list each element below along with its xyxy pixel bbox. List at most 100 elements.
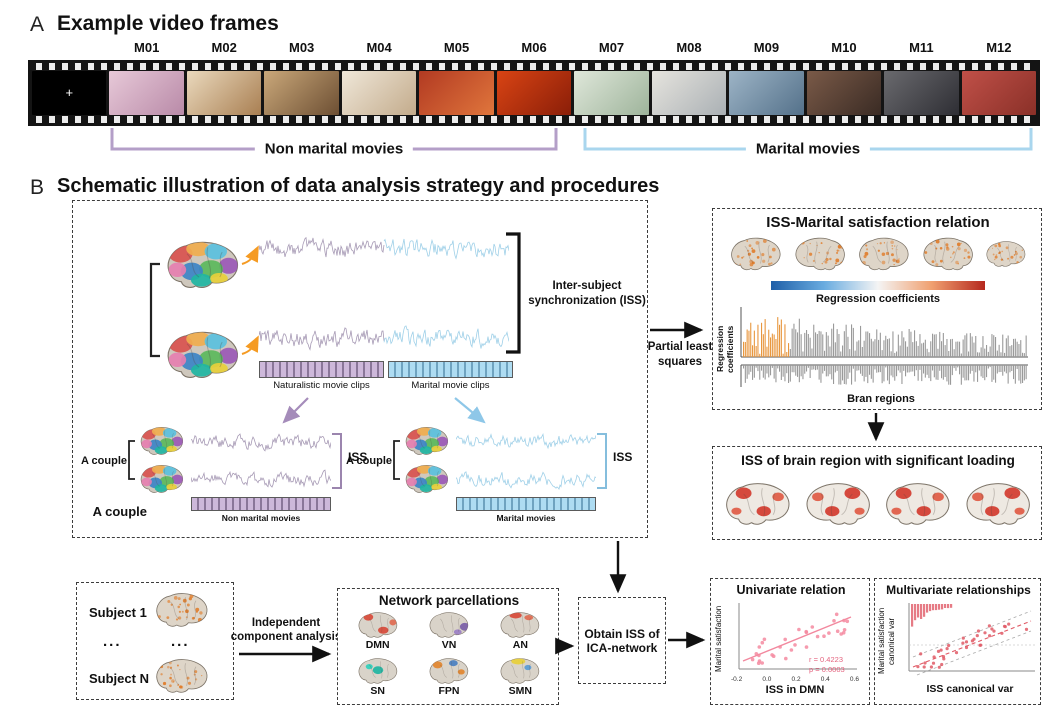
subjects-box: Subject 1 ... ... Subject N xyxy=(76,582,234,700)
univariate-stats: r = 0.4223 p = 0.0003 xyxy=(809,655,845,675)
obtain-line2: ICA-network xyxy=(586,640,658,655)
subjects-ellipsis-1: ... xyxy=(103,633,122,650)
network-box-title: Network parcellations xyxy=(378,593,520,608)
univariate-r-value: r = 0.4223 xyxy=(809,655,843,664)
film-frame-M03 xyxy=(264,71,339,115)
ica-arrow-label: Independent component analysis xyxy=(230,616,342,645)
brain-icon xyxy=(405,427,448,455)
network-parcellations-box: Network parcellations DMN VN AN SN FPN SMN xyxy=(337,588,559,705)
regression-brain-row xyxy=(721,235,1035,275)
film-frame-M11 xyxy=(884,71,959,115)
non-marital-movies-label: Non marital movies xyxy=(254,140,414,158)
brain-icon xyxy=(923,237,973,271)
multivariate-title: Multivariate relationships xyxy=(886,583,1031,597)
significant-loading-box: ISS of brain region with significant loa… xyxy=(712,446,1042,540)
brain-icon xyxy=(429,612,469,638)
brain-sn-icon xyxy=(355,657,401,685)
fixation-cross: + xyxy=(65,84,74,100)
loading-brain-2 xyxy=(801,481,875,527)
signal-waveform xyxy=(258,236,510,260)
brain-left-a xyxy=(138,424,186,458)
network-label: AN xyxy=(512,639,528,651)
subject-n-label: Subject N xyxy=(89,671,149,686)
obtain-line1: Obtain ISS of xyxy=(584,626,660,641)
film-frame-label: M09 xyxy=(753,40,780,55)
brain-icon xyxy=(731,237,781,271)
brain-subject-a xyxy=(163,237,243,293)
marital-clip-bar xyxy=(388,361,513,378)
iss-label: Inter-subject synchronization (ISS) xyxy=(523,279,651,309)
network-sn: SN xyxy=(355,657,401,703)
film-frame-M10 xyxy=(806,71,882,115)
film-frame-M08 xyxy=(651,71,727,115)
subject-n-brain xyxy=(153,657,211,695)
colorbar-label: Regression coefficients xyxy=(815,293,941,305)
univariate-ylabel: Marital satisfaction xyxy=(714,605,723,673)
brain-icon xyxy=(156,659,208,693)
multivariate-ylabel-line2: canonical var xyxy=(887,617,896,665)
network-label: SMN xyxy=(508,685,532,697)
iss-label-line2: synchronization (ISS) xyxy=(528,294,646,307)
film-frame-label: M11 xyxy=(909,40,934,55)
subject-1-brain xyxy=(153,591,211,629)
film-frame-label: M05 xyxy=(443,40,470,55)
regression-xlabel: Bran regions xyxy=(847,393,915,405)
loading-brain-row xyxy=(719,475,1037,533)
brain-icon xyxy=(167,241,238,289)
film-frame-label: M10 xyxy=(831,40,857,55)
brain-icon xyxy=(140,427,183,455)
network-label: FPN xyxy=(438,685,460,697)
panel-b-title: Schematic illustration of data analysis … xyxy=(57,175,660,197)
film-frame-fixation: + xyxy=(32,71,107,115)
multivariate-xlabel: ISS canonical var xyxy=(926,683,1014,695)
brain-left-b xyxy=(138,462,186,496)
brain-icon xyxy=(500,612,540,638)
timeseries-right-a xyxy=(455,431,597,453)
film-frame-M04 xyxy=(341,71,417,115)
timeseries-right-b xyxy=(455,469,597,491)
signal-waveform xyxy=(190,433,332,452)
brain-icon xyxy=(358,658,397,684)
brain-fpn-icon xyxy=(426,657,472,685)
non-marital-bar xyxy=(191,497,331,511)
marital-clip-label: Marital movie clips xyxy=(411,380,490,391)
network-dmn: DMN xyxy=(355,611,401,657)
film-strip: + xyxy=(28,60,1040,126)
marital-bar xyxy=(456,497,596,511)
timeseries-left-b xyxy=(190,469,332,491)
signal-waveform xyxy=(455,471,597,491)
timeseries-subject-b xyxy=(258,319,510,359)
pls-regression-box: ISS-Marital satisfaction relation Regres… xyxy=(712,208,1042,410)
brain-vn-icon xyxy=(426,611,472,639)
film-sprocket-top xyxy=(32,63,1036,70)
obtain-iss-box: Obtain ISS of ICA-network xyxy=(578,597,666,684)
x-tick-label: 0.6 xyxy=(849,676,859,683)
film-frame-M01 xyxy=(109,71,184,115)
regression-bar-chart xyxy=(731,305,1031,389)
brain-icon xyxy=(859,237,909,271)
film-frame-label: M12 xyxy=(986,40,1012,55)
loading-brain-1 xyxy=(721,481,795,527)
film-frame-M07 xyxy=(574,71,649,115)
film-frame-label: M04 xyxy=(366,40,392,55)
ica-label-line1: Independent xyxy=(251,617,321,629)
network-fpn: FPN xyxy=(426,657,472,703)
brain-icon xyxy=(986,241,1026,267)
x-tick-label: 0.0 xyxy=(762,676,772,683)
iss-label-left: ISS xyxy=(348,450,368,464)
regression-bars xyxy=(740,307,1028,387)
brain-icon xyxy=(358,612,397,638)
pls-label-line1: Partial least xyxy=(647,341,713,353)
multivariate-plot xyxy=(903,601,1037,677)
pls-label-line2: squares xyxy=(657,355,703,368)
brain-icon xyxy=(405,465,448,493)
panel-a-title: Example video frames xyxy=(57,12,279,35)
film-frame-M12 xyxy=(961,71,1037,115)
film-sprocket-bottom xyxy=(32,116,1036,123)
network-label: VN xyxy=(441,639,457,651)
network-vn: VN xyxy=(426,611,472,657)
panel-b-label: B xyxy=(30,176,45,199)
regression-brain-3 xyxy=(856,235,912,273)
